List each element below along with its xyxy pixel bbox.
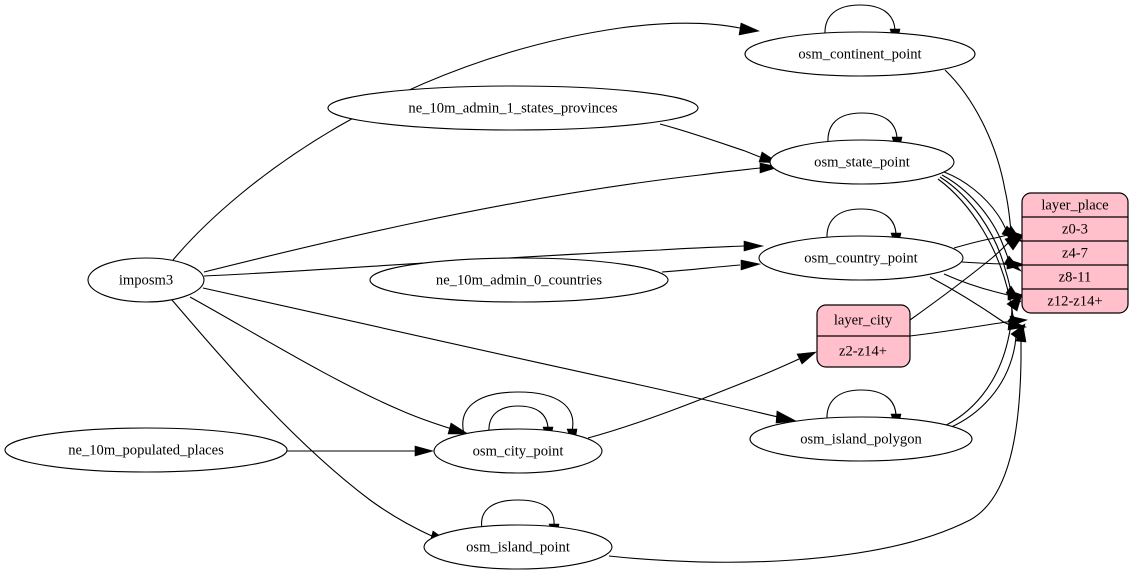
- edge-ne-admin0-to-osm-country-point: [661, 259, 762, 273]
- node-osm-island-point-label: osm_island_point: [466, 539, 570, 555]
- edge-ne-admin1-to-osm-state-point: [659, 123, 781, 164]
- edge-layer-city-to-layer-place-z4-7: [909, 315, 1029, 337]
- record-layer-place-row-z0-3[interactable]: z0-3: [1062, 221, 1088, 237]
- node-osm-country-point[interactable]: osm_country_point: [758, 235, 964, 281]
- node-ne-10m-admin-0-countries[interactable]: ne_10m_admin_0_countries: [369, 257, 669, 303]
- record-layer-place-row-z4-7[interactable]: z4-7: [1062, 245, 1088, 261]
- edge-osm-island-point-to-layer-place-z12-z14: [608, 323, 1027, 563]
- node-osm-island-polygon-label: osm_island_polygon: [800, 431, 922, 447]
- node-osm-island-point[interactable]: osm_island_point: [423, 524, 613, 570]
- record-layer-city-row-z2-z14[interactable]: z2-z14+: [839, 343, 887, 359]
- node-ne-10m-populated-places[interactable]: ne_10m_populated_places: [4, 427, 288, 473]
- edge-imposm3-to-osm-state-point: [203, 162, 781, 273]
- node-osm-city-point[interactable]: osm_city_point: [433, 428, 603, 474]
- records-layer: layer_place z0-3 z4-7 z8-11 z12-z14+ lay…: [816, 192, 1129, 368]
- edge-imposm3-to-osm-island-point: [171, 299, 452, 544]
- record-layer-city[interactable]: layer_city z2-z14+: [816, 304, 911, 368]
- edge-ne-populated-places-to-osm-city-point: [287, 445, 435, 457]
- node-imposm3-label: imposm3: [119, 272, 173, 288]
- edge-imposm3-to-osm-city-point: [189, 296, 470, 435]
- edge-layer-city-to-layer-place-z0-3: [909, 233, 1025, 321]
- node-osm-continent-point[interactable]: osm_continent_point: [744, 31, 976, 77]
- edge-osm-country-point-to-layer-place-z8-11: [943, 273, 1027, 301]
- record-layer-city-header: layer_city: [834, 312, 893, 328]
- record-layer-place-header: layer_place: [1041, 197, 1108, 213]
- record-layer-place-row-z12-z14[interactable]: z12-z14+: [1047, 293, 1102, 309]
- edge-osm-island-polygon-to-layer-place-z12-z14: [943, 323, 1026, 431]
- record-layer-place-row-z8-11[interactable]: z8-11: [1059, 269, 1092, 285]
- node-ne-10m-admin-0-countries-label: ne_10m_admin_0_countries: [436, 272, 602, 288]
- node-osm-state-point-label: osm_state_point: [814, 154, 910, 170]
- edge-osm-city-point-to-layer-city-z2-z14: [587, 351, 817, 439]
- edge-imposm3-to-osm-island-polygon: [202, 287, 798, 424]
- node-imposm3[interactable]: imposm3: [87, 257, 205, 303]
- edge-imposm3-to-osm-continent-point: [172, 22, 760, 261]
- record-layer-place[interactable]: layer_place z0-3 z4-7 z8-11 z12-z14+: [1021, 192, 1129, 314]
- node-ne-10m-admin-1-states-provinces-label: ne_10m_admin_1_states_provinces: [408, 100, 617, 116]
- edge-imposm3-to-osm-country-point: [203, 240, 765, 277]
- edge-osm-island-polygon-to-layer-place-z8-11: [939, 293, 1023, 429]
- node-osm-island-polygon[interactable]: osm_island_polygon: [749, 416, 973, 462]
- node-ne-10m-admin-1-states-provinces[interactable]: ne_10m_admin_1_states_provinces: [327, 85, 699, 131]
- node-osm-city-point-label: osm_city_point: [473, 443, 564, 459]
- node-osm-country-point-label: osm_country_point: [804, 250, 918, 266]
- edge-osm-continent-point-to-layer-place-z0-3: [944, 69, 1023, 243]
- node-ne-10m-populated-places-label: ne_10m_populated_places: [68, 442, 224, 458]
- node-osm-state-point[interactable]: osm_state_point: [769, 139, 955, 185]
- nodes-layer: imposm3 ne_10m_admin_1_states_provinces …: [4, 31, 976, 570]
- node-osm-continent-point-label: osm_continent_point: [798, 46, 921, 62]
